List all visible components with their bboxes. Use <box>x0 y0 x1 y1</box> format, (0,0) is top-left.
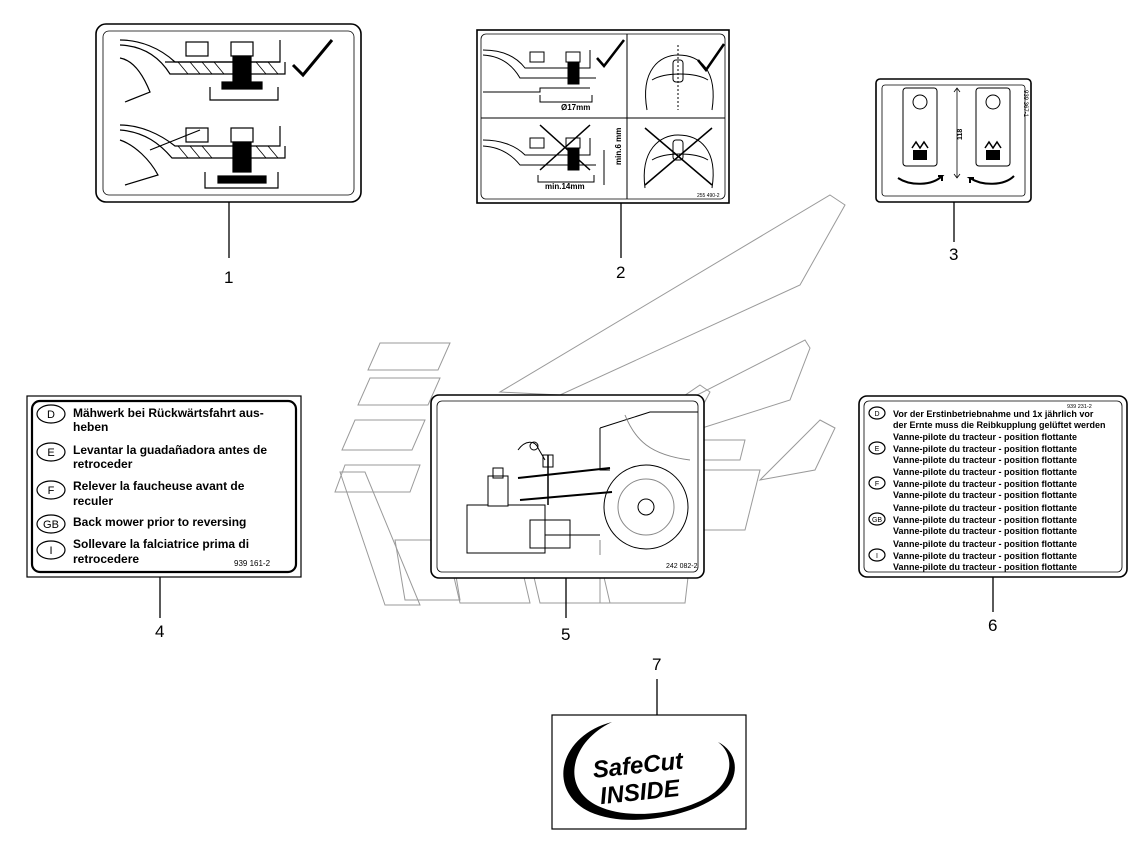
svg-text:retroceder: retroceder <box>73 457 133 471</box>
checkmark-icon <box>596 39 625 68</box>
decal-7-safecut-logo: 7 SafeCut INSIDE <box>551 655 747 830</box>
callout-1: 1 <box>224 268 233 287</box>
svg-text:Vor der Erstinbetriebnahme und: Vor der Erstinbetriebnahme und 1x jährli… <box>893 409 1094 419</box>
blade-shape-worn-drawing <box>643 127 714 189</box>
decal-4-row-f: F Relever la faucheuse avant de reculer <box>36 479 245 508</box>
checkmark-icon <box>291 39 334 78</box>
svg-text:Vanne-pilote du tracteur - pos: Vanne-pilote du tracteur - position flot… <box>893 503 1077 513</box>
svg-text:Levantar la guadañadora antes: Levantar la guadañadora antes de <box>73 443 267 457</box>
svg-text:Vanne-pilote du tracteur - pos: Vanne-pilote du tracteur - position flot… <box>893 455 1077 465</box>
blade-shape-correct-drawing <box>645 45 714 111</box>
rotation-arrow-left-icon <box>897 175 945 185</box>
svg-text:Vanne-pilote du tracteur - pos: Vanne-pilote du tracteur - position flot… <box>893 467 1077 477</box>
decal-4-row-i: I Sollevare la falciatrice prima di retr… <box>36 537 249 566</box>
svg-text:Vanne-pilote du tracteur - pos: Vanne-pilote du tracteur - position flot… <box>893 539 1077 549</box>
decal-6-friction-clutch: 939 231-2 D Vor der Erstinbetriebnahme u… <box>858 395 1128 635</box>
decal-6-row-i: I Vanne-pilote du tracteur - position fl… <box>868 539 1077 572</box>
svg-text:Mähwerk bei Rückwärtsfahrt aus: Mähwerk bei Rückwärtsfahrt aus- <box>73 406 264 420</box>
tractor-mower-drawing <box>466 411 698 555</box>
svg-text:heben: heben <box>73 420 108 434</box>
blade-length-label: 118 <box>957 129 964 140</box>
decal-6-row-e: E Vanne-pilote du tracteur - position fl… <box>868 432 1077 465</box>
svg-text:D: D <box>874 411 879 418</box>
svg-text:GB: GB <box>43 519 59 531</box>
svg-text:Vanne-pilote du tracteur - pos: Vanne-pilote du tracteur - position flot… <box>893 490 1077 500</box>
incorrect-assembly-drawing <box>119 124 286 189</box>
decal-4-row-gb: GB Back mower prior to reversing <box>36 514 246 534</box>
decal-5-mower-position: 242 082-2 5 <box>430 394 705 644</box>
svg-text:reculer: reculer <box>73 494 113 508</box>
decal-6-row-d: D Vor der Erstinbetriebnahme und 1x jähr… <box>868 406 1106 430</box>
min-height-label: min.6 mm <box>614 128 623 165</box>
svg-text:Sollevare la falciatrice prima: Sollevare la falciatrice prima di <box>73 537 249 551</box>
svg-text:F: F <box>48 485 55 497</box>
decal-4-row-d: D Mähwerk bei Rückwärtsfahrt aus- heben <box>36 404 264 434</box>
decal-5-part-number: 242 082-2 <box>666 563 698 570</box>
decal-4-reverse-warning: D Mähwerk bei Rückwärtsfahrt aus- heben … <box>26 395 302 641</box>
svg-text:Vanne-pilote du tracteur - pos: Vanne-pilote du tracteur - position flot… <box>893 526 1077 536</box>
svg-text:Vanne-pilote du tracteur - pos: Vanne-pilote du tracteur - position flot… <box>893 479 1077 489</box>
min-length-label: min.14mm <box>545 182 585 191</box>
callout-3: 3 <box>949 245 958 264</box>
checkmark-icon <box>697 43 726 73</box>
decal-3-part-number: 939 367-1 <box>1022 90 1028 118</box>
callout-7: 7 <box>652 655 661 674</box>
decal-2-part-number: 255 490-2 <box>697 193 720 199</box>
decal-1-blade-mounting: 1 <box>95 23 362 287</box>
decal-4-row-e: E Levantar la guadañadora antes de retro… <box>36 442 267 471</box>
callout-6: 6 <box>988 616 997 635</box>
svg-text:retrocedere: retrocedere <box>73 552 139 566</box>
correct-assembly-drawing <box>119 39 286 103</box>
svg-text:E: E <box>875 446 880 453</box>
decal-6-row-gb: GB Vanne-pilote du tracteur - position f… <box>868 503 1077 536</box>
svg-text:E: E <box>47 447 54 459</box>
rotation-arrow-right-icon <box>966 175 1015 185</box>
decal-6-row-f: F Vanne-pilote du tracteur - position fl… <box>868 467 1077 500</box>
svg-text:Vanne-pilote du tracteur - pos: Vanne-pilote du tracteur - position flot… <box>893 551 1077 561</box>
svg-text:Relever la faucheuse avant de: Relever la faucheuse avant de <box>73 479 245 493</box>
svg-text:Vanne-pilote du tracteur - pos: Vanne-pilote du tracteur - position flot… <box>893 562 1077 572</box>
callout-5: 5 <box>561 625 570 644</box>
svg-text:Vanne-pilote du tracteur - pos: Vanne-pilote du tracteur - position flot… <box>893 444 1077 454</box>
blade-bolt-worn-drawing <box>482 124 605 185</box>
callout-4: 4 <box>155 622 164 641</box>
svg-text:GB: GB <box>872 517 882 524</box>
decal-3-blade-rotation: 118 939 367-1 3 <box>875 78 1032 264</box>
decal-2-blade-wear-limits: Ø17mm min.14mm min.6 mm <box>476 29 730 282</box>
decal-4-part-number: 939 161-2 <box>234 559 271 568</box>
blade-right-drawing <box>975 87 1011 167</box>
svg-text:Vanne-pilote du tracteur - pos: Vanne-pilote du tracteur - position flot… <box>893 515 1077 525</box>
blade-bolt-correct-drawing <box>482 49 596 103</box>
svg-text:I: I <box>876 553 878 560</box>
svg-text:Vanne-pilote du tracteur - pos: Vanne-pilote du tracteur - position flot… <box>893 432 1077 442</box>
svg-text:F: F <box>875 481 879 488</box>
blade-left-drawing <box>902 87 938 167</box>
svg-text:D: D <box>47 409 55 421</box>
svg-text:I: I <box>49 545 52 557</box>
svg-text:der Ernte muss die Reibkupplun: der Ernte muss die Reibkupplung gelüftet… <box>893 420 1106 430</box>
svg-text:Back mower prior to reversing: Back mower prior to reversing <box>73 515 246 529</box>
bolt-diameter-label: Ø17mm <box>561 103 590 112</box>
callout-2: 2 <box>616 263 625 282</box>
decal-6-part-number: 939 231-2 <box>1067 404 1092 410</box>
